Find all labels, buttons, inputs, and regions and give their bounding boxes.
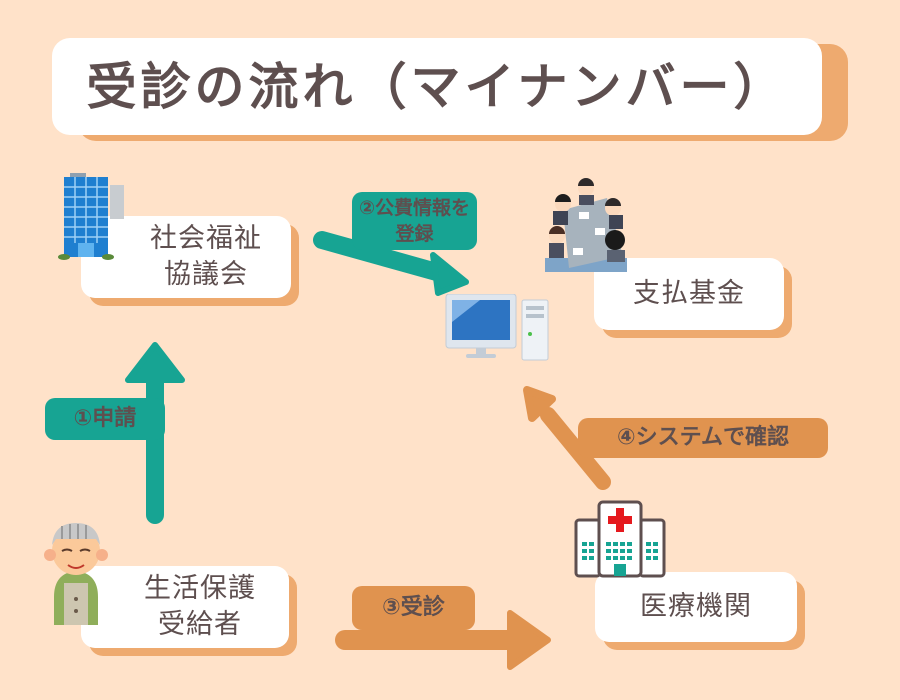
arrow-step2 xyxy=(313,231,469,296)
arrow-step4 xyxy=(523,386,611,490)
node-medical: 医療機関 xyxy=(595,572,797,642)
elderly-man-icon xyxy=(44,523,108,625)
step2-label: ②公費情報を 登録 xyxy=(352,192,477,250)
title-card: 受診の流れ（マイナンバー） xyxy=(52,38,822,135)
hospital-icon xyxy=(574,500,666,578)
arrow-step3 xyxy=(335,610,551,670)
page-title: 受診の流れ（マイナンバー） xyxy=(86,57,788,116)
node-social-welfare: 社会福祉 協議会 xyxy=(81,216,291,298)
desktop-computer-icon xyxy=(445,294,549,361)
step3-label: ③受診 xyxy=(352,586,475,630)
office-building-icon xyxy=(58,173,124,260)
node-recipient: 生活保護 受給者 xyxy=(81,566,289,648)
meeting-people-icon xyxy=(545,178,627,272)
step1-label: ①申請 xyxy=(45,398,165,440)
step4-label: ④システムで確認 xyxy=(578,418,828,458)
